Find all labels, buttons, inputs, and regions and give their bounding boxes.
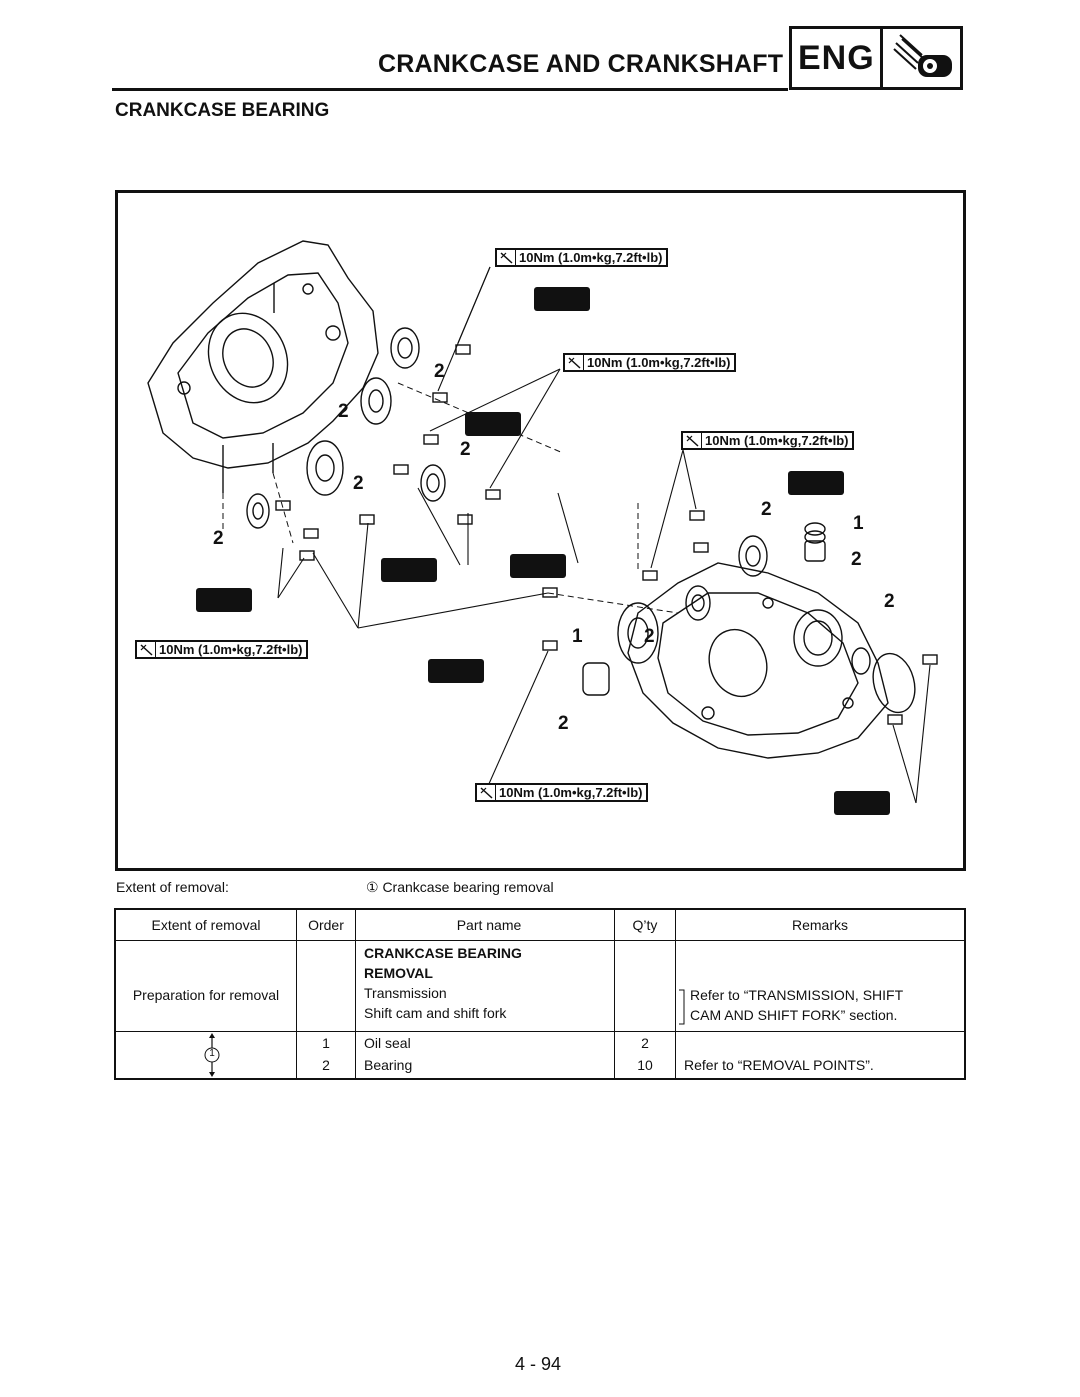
extent-of-removal-label: Extent of removal: [116, 879, 229, 895]
callout-number: 2 [761, 499, 772, 520]
range-arrow-icon [204, 1033, 220, 1077]
column-header-order: Order [296, 909, 356, 941]
column-header-extent: Extent of removal [114, 909, 297, 941]
callout-number: 2 [434, 361, 445, 382]
torque-spec-2: 10Nm (1.0m•kg,7.2ft•lb) [563, 353, 737, 372]
callout-number: 1 [853, 513, 864, 534]
torque-spec-5: 10Nm (1.0m•kg,7.2ft•lb) [475, 783, 649, 802]
callout-number: 2 [558, 713, 569, 734]
torque-wrench-icon [568, 357, 581, 369]
callout-number: 2 [644, 626, 655, 647]
callout-number: 2 [338, 401, 349, 422]
torque-value: 10Nm (1.0m•kg,7.2ft•lb) [499, 785, 643, 800]
qty-cell: 10 [637, 1057, 653, 1073]
torque-spec-3: 10Nm (1.0m•kg,7.2ft•lb) [681, 431, 855, 450]
qty-cell: 2 [641, 1035, 649, 1051]
extent-marker: 1 [209, 1048, 215, 1059]
column-header-qty: Q’ty [614, 909, 676, 941]
group-title-line1: CRANKCASE BEARING [364, 945, 522, 961]
part-name-cell: Transmission [364, 985, 447, 1001]
torque-wrench-icon [480, 787, 493, 799]
callout-number: 2 [353, 473, 364, 494]
right-crankcase-half [627, 562, 889, 759]
part-name-cell: Oil seal [364, 1035, 411, 1051]
eng-badge-label: ENG [798, 39, 875, 77]
torque-value: 10Nm (1.0m•kg,7.2ft•lb) [705, 433, 849, 448]
table-row: 1 1 2 Oil seal Bearing 2 10 Refer to “RE… [114, 1031, 966, 1079]
callout-number: 2 [460, 439, 471, 460]
column-header-remarks: Remarks [675, 909, 966, 941]
eng-badge-divider [880, 29, 883, 87]
page-header-title: CRANKCASE AND CRANKSHAFT [378, 50, 784, 78]
remarks-cell: CAM AND SHIFT FORK” section. [690, 1007, 898, 1023]
order-cell: 1 [322, 1035, 330, 1051]
table-row: Preparation for removal CRANKCASE BEARIN… [114, 940, 966, 1032]
torque-spec-1: 10Nm (1.0m•kg,7.2ft•lb) [495, 248, 669, 267]
bolt-parts [275, 344, 938, 725]
torque-wrench-icon [140, 644, 153, 656]
column-header-part-name: Part name [355, 909, 615, 941]
left-crankcase-half [147, 240, 379, 469]
callout-number: 2 [851, 549, 862, 570]
torque-wrench-icon [686, 435, 699, 447]
torque-wrench-icon [500, 252, 513, 264]
removal-parts-table: Extent of removal Order Part name Q’ty R… [114, 908, 966, 1080]
extent-cell: Preparation for removal [132, 987, 280, 1003]
callout-number: 2 [213, 528, 224, 549]
torque-value: 10Nm (1.0m•kg,7.2ft•lb) [159, 642, 303, 657]
extent-of-removal-value: ① Crankcase bearing removal [366, 879, 554, 895]
table-header-row: Extent of removal Order Part name Q’ty R… [114, 909, 966, 941]
remarks-cell: Refer to “REMOVAL POINTS”. [684, 1057, 874, 1073]
eng-badge: ENG [789, 26, 963, 90]
remarks-cell: Refer to “TRANSMISSION, SHIFT [690, 987, 904, 1003]
bearing-parts [246, 327, 871, 696]
torque-spec-4: 10Nm (1.0m•kg,7.2ft•lb) [135, 640, 309, 659]
callout-number: 1 [572, 626, 583, 647]
engine-piston-icon [893, 34, 952, 77]
callout-number: 2 [884, 591, 895, 612]
part-name-cell: Bearing [364, 1057, 413, 1073]
header-rule [112, 88, 788, 91]
crankcase-exploded-drawing [147, 240, 938, 815]
torque-value: 10Nm (1.0m•kg,7.2ft•lb) [519, 250, 663, 265]
part-name-cell: Shift cam and shift fork [364, 1005, 507, 1021]
exploded-diagram: 10Nm (1.0m•kg,7.2ft•lb) 10Nm (1.0m•kg,7.… [115, 190, 966, 871]
torque-value: 10Nm (1.0m•kg,7.2ft•lb) [587, 355, 731, 370]
order-cell: 2 [322, 1057, 330, 1073]
page-number: 4 - 94 [515, 1354, 562, 1374]
group-title-line2: REMOVAL [364, 965, 433, 981]
bracket-icon [679, 989, 685, 1025]
remarks-cell [676, 1033, 964, 1053]
lubricant-marks [196, 287, 890, 815]
section-title: CRANKCASE BEARING [115, 100, 330, 121]
